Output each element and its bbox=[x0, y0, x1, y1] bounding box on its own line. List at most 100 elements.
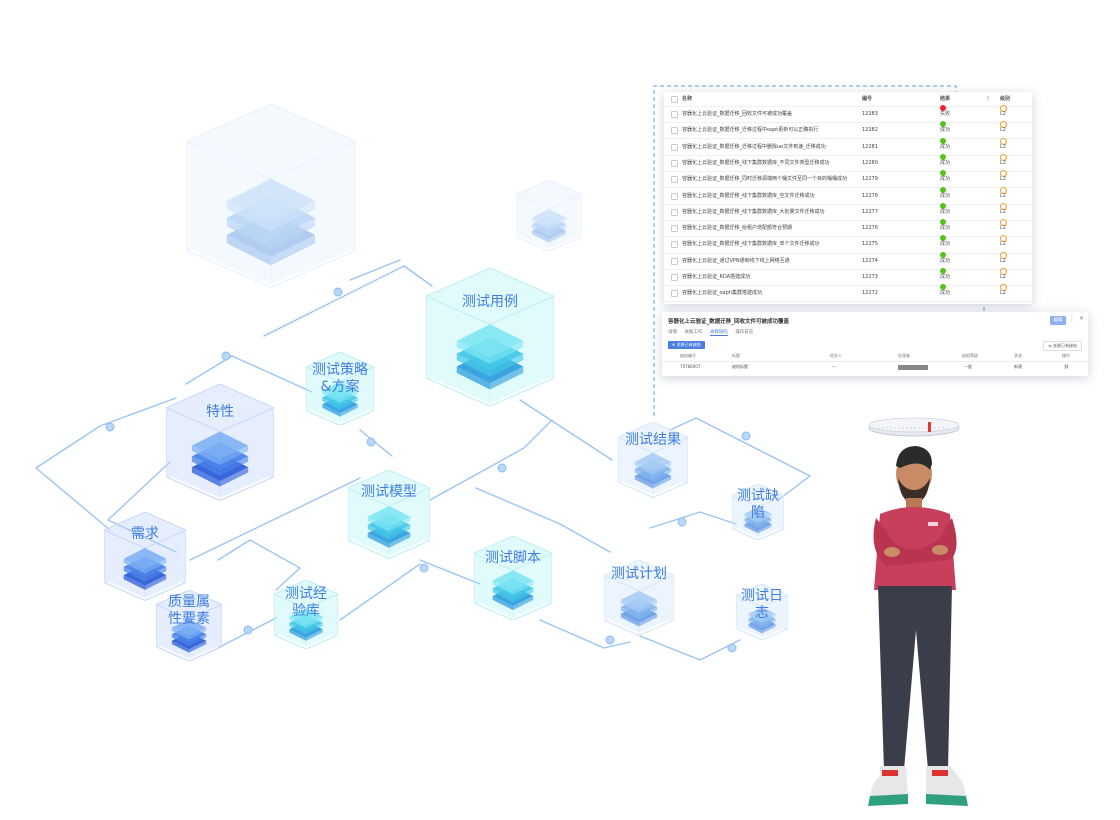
row-checkbox[interactable] bbox=[671, 290, 678, 298]
tab-related-defect[interactable]: 关联缺陷 bbox=[709, 330, 728, 336]
case-result-text: 成功 bbox=[940, 290, 951, 297]
tab-detail[interactable]: 详情 bbox=[668, 330, 677, 335]
row-checkbox[interactable] bbox=[671, 143, 678, 151]
node-strategy: 测试策略 &方案 bbox=[305, 351, 375, 426]
case-level-text: L2 bbox=[1000, 192, 1006, 199]
node-label: 测试经 验库 bbox=[285, 586, 327, 619]
tab-related-work[interactable]: 关联工作 bbox=[684, 330, 703, 335]
link-strategy-testcase bbox=[263, 265, 433, 337]
link-script-plan bbox=[539, 619, 631, 649]
case-name: 容器化上云验证_通过VPN通到线下线上网络互通 bbox=[682, 257, 790, 264]
case-name: 容器化上云验证_数据迁移_迁移过程中oapt更新可以正确执行 bbox=[682, 127, 819, 134]
row-checkbox[interactable] bbox=[671, 159, 678, 167]
node-label: 测试日志 bbox=[741, 588, 783, 621]
row-checkbox[interactable] bbox=[671, 274, 678, 281]
row-checkbox[interactable] bbox=[671, 176, 678, 184]
case-id: 12282 bbox=[862, 127, 878, 134]
case-result-text: 成功 bbox=[940, 257, 951, 264]
row-checkbox[interactable] bbox=[671, 111, 678, 118]
success-icon bbox=[940, 268, 946, 274]
case-id: 12273 bbox=[862, 274, 878, 280]
fail-icon bbox=[940, 105, 946, 111]
add-defect-label: 关联已有缺陷 bbox=[676, 342, 701, 347]
col-result-header: 结果 bbox=[940, 96, 951, 102]
col-defect-id: 缺陷编号 bbox=[680, 353, 696, 358]
case-level-text: L2 bbox=[1000, 127, 1006, 134]
level-icon bbox=[1000, 202, 1007, 210]
tab-op-log[interactable]: 操作日志 bbox=[735, 330, 754, 335]
success-icon bbox=[940, 219, 946, 226]
row-checkbox[interactable] bbox=[671, 241, 678, 249]
node-label: 特性 bbox=[206, 404, 234, 420]
level-icon bbox=[1000, 251, 1007, 259]
more-icon[interactable]: ⋮ bbox=[1069, 315, 1075, 322]
table-header-row: 名称 编号 结果 ⊽ 级别 bbox=[664, 92, 1032, 107]
link-top-cube bbox=[349, 259, 401, 281]
row-checkbox[interactable] bbox=[671, 225, 678, 233]
defect-id: 70786007 bbox=[680, 364, 701, 369]
success-icon bbox=[940, 284, 946, 291]
level-icon bbox=[1000, 170, 1007, 178]
case-name: 容器化上云验证_数据迁移_回收文件可被成功覆盖 bbox=[682, 111, 793, 117]
col-defect-title: 标题 bbox=[732, 353, 740, 358]
success-icon bbox=[940, 202, 946, 209]
edit-button[interactable]: 编辑 bbox=[1050, 316, 1066, 325]
case-result-text: 成功 bbox=[940, 127, 951, 134]
case-result-text: 成功 bbox=[940, 208, 951, 215]
defect-status: 新建 bbox=[1014, 364, 1022, 369]
case-id: 12278 bbox=[862, 192, 878, 199]
case-name: 容器化上云验证_数据迁移_给租户增配额符合预期 bbox=[682, 225, 793, 232]
link-defect-button[interactable]: ⇋ 关联已有缺陷 bbox=[1043, 341, 1082, 351]
col-level-header: 级别 bbox=[1000, 96, 1011, 102]
level-icon bbox=[1000, 235, 1007, 243]
success-icon bbox=[940, 235, 946, 242]
filter-icon[interactable]: ⊽ bbox=[986, 96, 990, 102]
add-defect-button[interactable]: ⊕ 关联已有缺陷 bbox=[668, 341, 705, 349]
success-icon bbox=[940, 121, 946, 128]
row-checkbox[interactable] bbox=[671, 192, 678, 200]
defect-row[interactable]: 70786007 缺陷标题 — 一般 新建 ⛓ bbox=[662, 364, 1088, 372]
node-log: 测试日志 bbox=[735, 583, 789, 641]
case-level-text: L2 bbox=[1000, 208, 1006, 215]
case-level-text: L2 bbox=[1000, 290, 1006, 297]
col-defect-handler: 处理者 bbox=[898, 353, 910, 358]
close-icon[interactable]: ✕ bbox=[1078, 315, 1084, 322]
link-testcase-result bbox=[519, 399, 613, 461]
halo-ring bbox=[868, 417, 960, 437]
link-requirement-left bbox=[217, 539, 301, 591]
person-illustration bbox=[868, 417, 968, 806]
link-requirement-feature-2 bbox=[107, 461, 177, 553]
row-checkbox[interactable] bbox=[671, 257, 678, 265]
case-level-text: L2 bbox=[1000, 176, 1006, 183]
defect-handler-redacted bbox=[898, 365, 928, 370]
col-defect-owner: 经办人 bbox=[830, 353, 842, 358]
table-row[interactable]: 容器化上云验证_数据迁移_迁移过程中oapt更新可以正确执行 12282 成功 L2 bbox=[664, 121, 1032, 140]
success-icon bbox=[940, 251, 946, 258]
row-checkbox[interactable] bbox=[671, 208, 678, 216]
node-label: 测试用例 bbox=[462, 294, 518, 310]
case-id: 12276 bbox=[862, 225, 878, 232]
link-strategy-model bbox=[359, 429, 393, 457]
case-detail-panel: 容器化上云验证_数据迁移_回收文件可被成功覆盖 编辑 ⋮ ✕ 详情 关联工作 关… bbox=[662, 312, 1088, 376]
select-all-checkbox[interactable] bbox=[671, 96, 678, 103]
link-icon[interactable]: ⛓ bbox=[1064, 364, 1070, 369]
case-name: 容器化上云验证_数据迁移_迁移过程中删除ue文件到速_迁移成功 bbox=[682, 143, 826, 150]
link-model-plan bbox=[475, 487, 611, 553]
node-plan: 测试计划 bbox=[603, 559, 675, 637]
level-icon bbox=[1000, 284, 1007, 292]
node-label: 测试模型 bbox=[361, 484, 417, 500]
row-checkbox[interactable] bbox=[671, 127, 678, 135]
